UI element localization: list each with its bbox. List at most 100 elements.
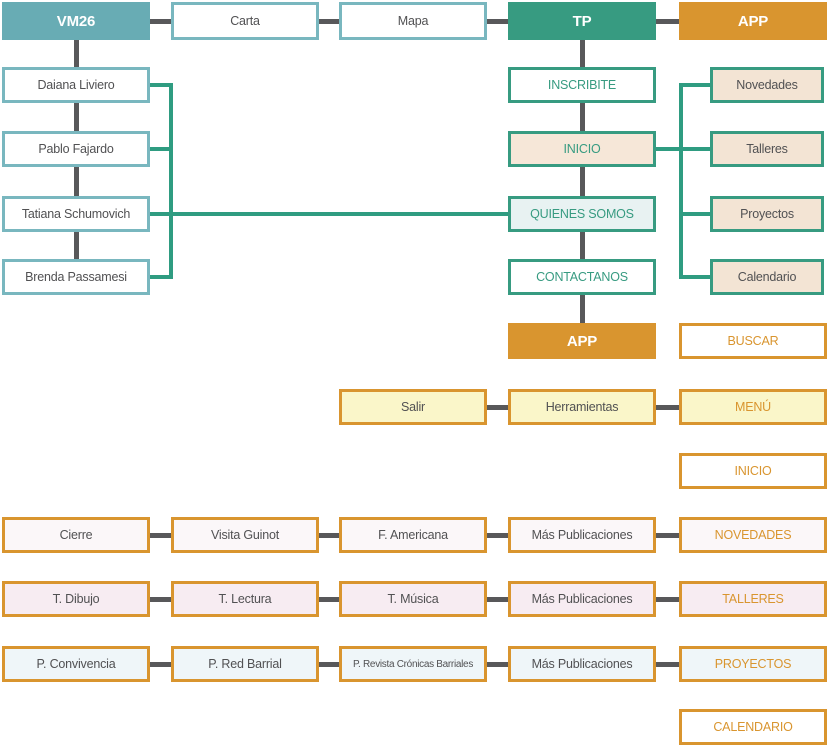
node-label: Más Publicaciones [531, 528, 633, 542]
node-novedades-sec[interactable]: Novedades [710, 67, 824, 103]
node-menu[interactable]: MENÚ [679, 389, 827, 425]
connector-green [679, 275, 710, 279]
node-pablo[interactable]: Pablo Fajardo [2, 131, 150, 167]
node-quienes-somos[interactable]: QUIENES SOMOS [508, 196, 656, 232]
connector-gray [319, 661, 339, 667]
connector-green [169, 212, 508, 216]
node-proyectos-page[interactable]: PROYECTOS [679, 646, 827, 682]
node-inscribite[interactable]: INSCRIBITE [508, 67, 656, 103]
node-label: Más Publicaciones [531, 657, 633, 671]
node-t-dibujo[interactable]: T. Dibujo [2, 581, 150, 617]
node-label: INICIO [563, 142, 601, 156]
node-label: Cierre [59, 528, 93, 542]
connector-green [150, 83, 173, 87]
node-label: TP [572, 12, 592, 30]
connector-gray [487, 532, 508, 538]
node-p-convivencia[interactable]: P. Convivencia [2, 646, 150, 682]
node-app-top[interactable]: APP [679, 2, 827, 40]
node-label: Salir [400, 400, 425, 414]
node-salir[interactable]: Salir [339, 389, 487, 425]
node-inicio-menu[interactable]: INICIO [679, 453, 827, 489]
node-label: Tatiana Schumovich [21, 207, 131, 221]
connector-gray [319, 18, 339, 24]
node-label: MENÚ [734, 400, 771, 414]
node-calendario-sec[interactable]: Calendario [710, 259, 824, 295]
node-app-mid[interactable]: APP [508, 323, 656, 359]
connector-gray [487, 596, 508, 602]
node-herramientas[interactable]: Herramientas [508, 389, 656, 425]
node-label: QUIENES SOMOS [530, 207, 634, 221]
connector-gray [73, 167, 79, 196]
connector-green [169, 147, 173, 216]
node-mapa[interactable]: Mapa [339, 2, 487, 40]
connector-green [656, 147, 710, 151]
node-contactanos[interactable]: CONTACTANOS [508, 259, 656, 295]
connector-gray [656, 404, 679, 410]
connector-gray [150, 596, 171, 602]
node-buscar[interactable]: BUSCAR [679, 323, 827, 359]
node-f-americana[interactable]: F. Americana [339, 517, 487, 553]
node-label: Visita Guinot [210, 528, 280, 542]
node-brenda[interactable]: Brenda Passamesi [2, 259, 150, 295]
node-label: TALLERES [722, 592, 784, 606]
node-label: P. Revista Crónicas Barriales [352, 658, 474, 670]
connector-green [150, 275, 173, 279]
node-label: INICIO [734, 464, 772, 478]
node-label: Talleres [746, 142, 788, 156]
node-label: Brenda Passamesi [25, 270, 127, 284]
connector-gray [150, 18, 171, 24]
node-talleres-page[interactable]: TALLERES [679, 581, 827, 617]
node-t-musica[interactable]: T. Música [339, 581, 487, 617]
connector-gray [656, 661, 679, 667]
connector-gray [579, 232, 585, 259]
node-p-red-barrial[interactable]: P. Red Barrial [171, 646, 319, 682]
node-label: Herramientas [545, 400, 619, 414]
node-label: Más Publicaciones [531, 592, 633, 606]
node-label: T. Lectura [218, 592, 272, 606]
connector-gray [73, 103, 79, 131]
node-cierre[interactable]: Cierre [2, 517, 150, 553]
connector-gray [579, 167, 585, 196]
connector-gray [487, 404, 508, 410]
connector-gray [319, 532, 339, 538]
connector-gray [150, 661, 171, 667]
node-carta[interactable]: Carta [171, 2, 319, 40]
node-t-lectura[interactable]: T. Lectura [171, 581, 319, 617]
node-proyectos-sec[interactable]: Proyectos [710, 196, 824, 232]
connector-green [679, 83, 683, 151]
node-label: Mapa [397, 14, 429, 28]
node-label: Carta [230, 14, 260, 28]
node-label: APP [737, 12, 769, 30]
connector-gray [656, 596, 679, 602]
node-mas-pub-nov[interactable]: Más Publicaciones [508, 517, 656, 553]
connector-green [169, 212, 173, 279]
node-label: Calendario [737, 270, 797, 284]
node-label: INSCRIBITE [547, 78, 617, 92]
connector-gray [579, 103, 585, 131]
connector-gray [579, 295, 585, 323]
connector-green [150, 147, 173, 151]
node-tp[interactable]: TP [508, 2, 656, 40]
node-daiana[interactable]: Daiana Liviero [2, 67, 150, 103]
node-label: Daiana Liviero [37, 78, 115, 92]
connector-green [679, 147, 683, 279]
node-label: CALENDARIO [713, 720, 793, 734]
node-label: CONTACTANOS [536, 270, 628, 284]
node-talleres-sec[interactable]: Talleres [710, 131, 824, 167]
node-tatiana[interactable]: Tatiana Schumovich [2, 196, 150, 232]
connector-gray [487, 18, 508, 24]
node-inicio-tp[interactable]: INICIO [508, 131, 656, 167]
node-visita-guinot[interactable]: Visita Guinot [171, 517, 319, 553]
node-mas-pub-tal[interactable]: Más Publicaciones [508, 581, 656, 617]
node-novedades-page[interactable]: NOVEDADES [679, 517, 827, 553]
connector-gray [73, 232, 79, 259]
node-mas-pub-pro[interactable]: Más Publicaciones [508, 646, 656, 682]
node-vm26[interactable]: VM26 [2, 2, 150, 40]
node-calendario-page[interactable]: CALENDARIO [679, 709, 827, 745]
node-p-revista[interactable]: P. Revista Crónicas Barriales [339, 646, 487, 682]
connector-gray [319, 596, 339, 602]
node-label: VM26 [56, 12, 96, 30]
node-label: BUSCAR [727, 334, 779, 348]
node-label: T. Dibujo [52, 592, 100, 606]
